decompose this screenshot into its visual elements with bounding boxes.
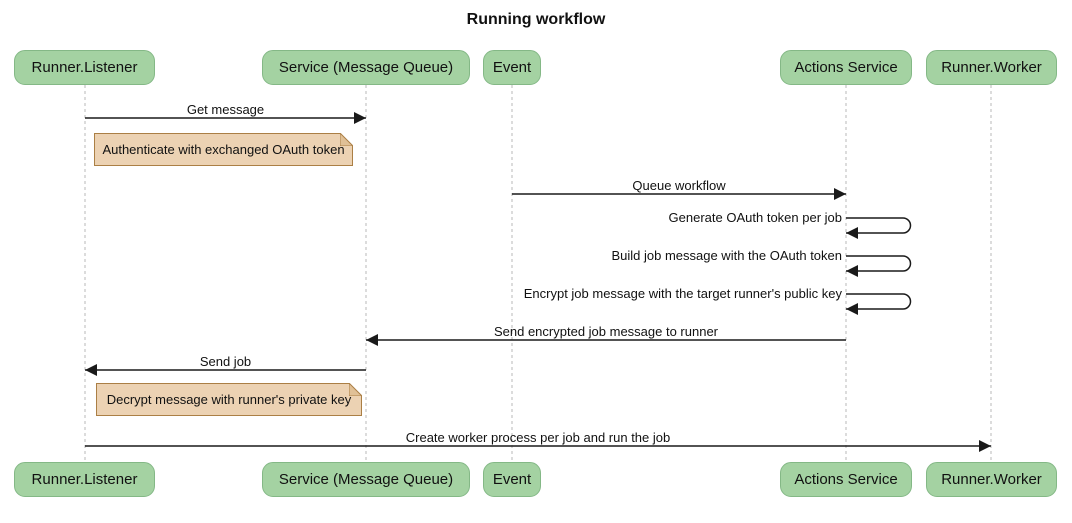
participant-bottom-actions-service: Actions Service [780,462,912,497]
note-decrypt-private-key-text: Decrypt message with runner's private ke… [106,392,352,407]
note-authenticate-oauth: Authenticate with exchanged OAuth token [94,133,353,166]
note-decrypt-private-key: Decrypt message with runner's private ke… [96,383,362,416]
note-authenticate-oauth-text: Authenticate with exchanged OAuth token [102,142,345,157]
participant-top-event: Event [483,50,541,85]
note-fold-icon [340,133,353,146]
arrow-self-generate-oauth-token [846,217,912,239]
participant-bottom-event: Event [483,462,541,497]
message-label-get-message: Get message [186,102,265,117]
arrow-self-encrypt-job-message [846,293,912,315]
message-label-encrypt-job-message: Encrypt job message with the target runn… [523,286,842,301]
message-label-queue-workflow: Queue workflow [632,178,726,193]
participant-bottom-runner-listener: Runner.Listener [14,462,155,497]
participant-top-runner-listener: Runner.Listener [14,50,155,85]
participant-top-runner-worker: Runner.Worker [926,50,1057,85]
participant-top-service-message-queue: Service (Message Queue) [262,50,470,85]
arrow-self-build-job-message [846,255,912,277]
participant-top-actions-service: Actions Service [780,50,912,85]
message-label-generate-oauth-token: Generate OAuth token per job [668,210,842,225]
participant-bottom-service-message-queue: Service (Message Queue) [262,462,470,497]
participant-bottom-runner-worker: Runner.Worker [926,462,1057,497]
message-label-create-worker: Create worker process per job and run th… [405,430,671,445]
message-label-send-encrypted-job: Send encrypted job message to runner [493,324,719,339]
message-label-build-job-message: Build job message with the OAuth token [611,248,842,263]
diagram-title: Running workflow [466,11,606,28]
message-label-send-job: Send job [199,354,252,369]
note-fold-icon [349,383,362,396]
